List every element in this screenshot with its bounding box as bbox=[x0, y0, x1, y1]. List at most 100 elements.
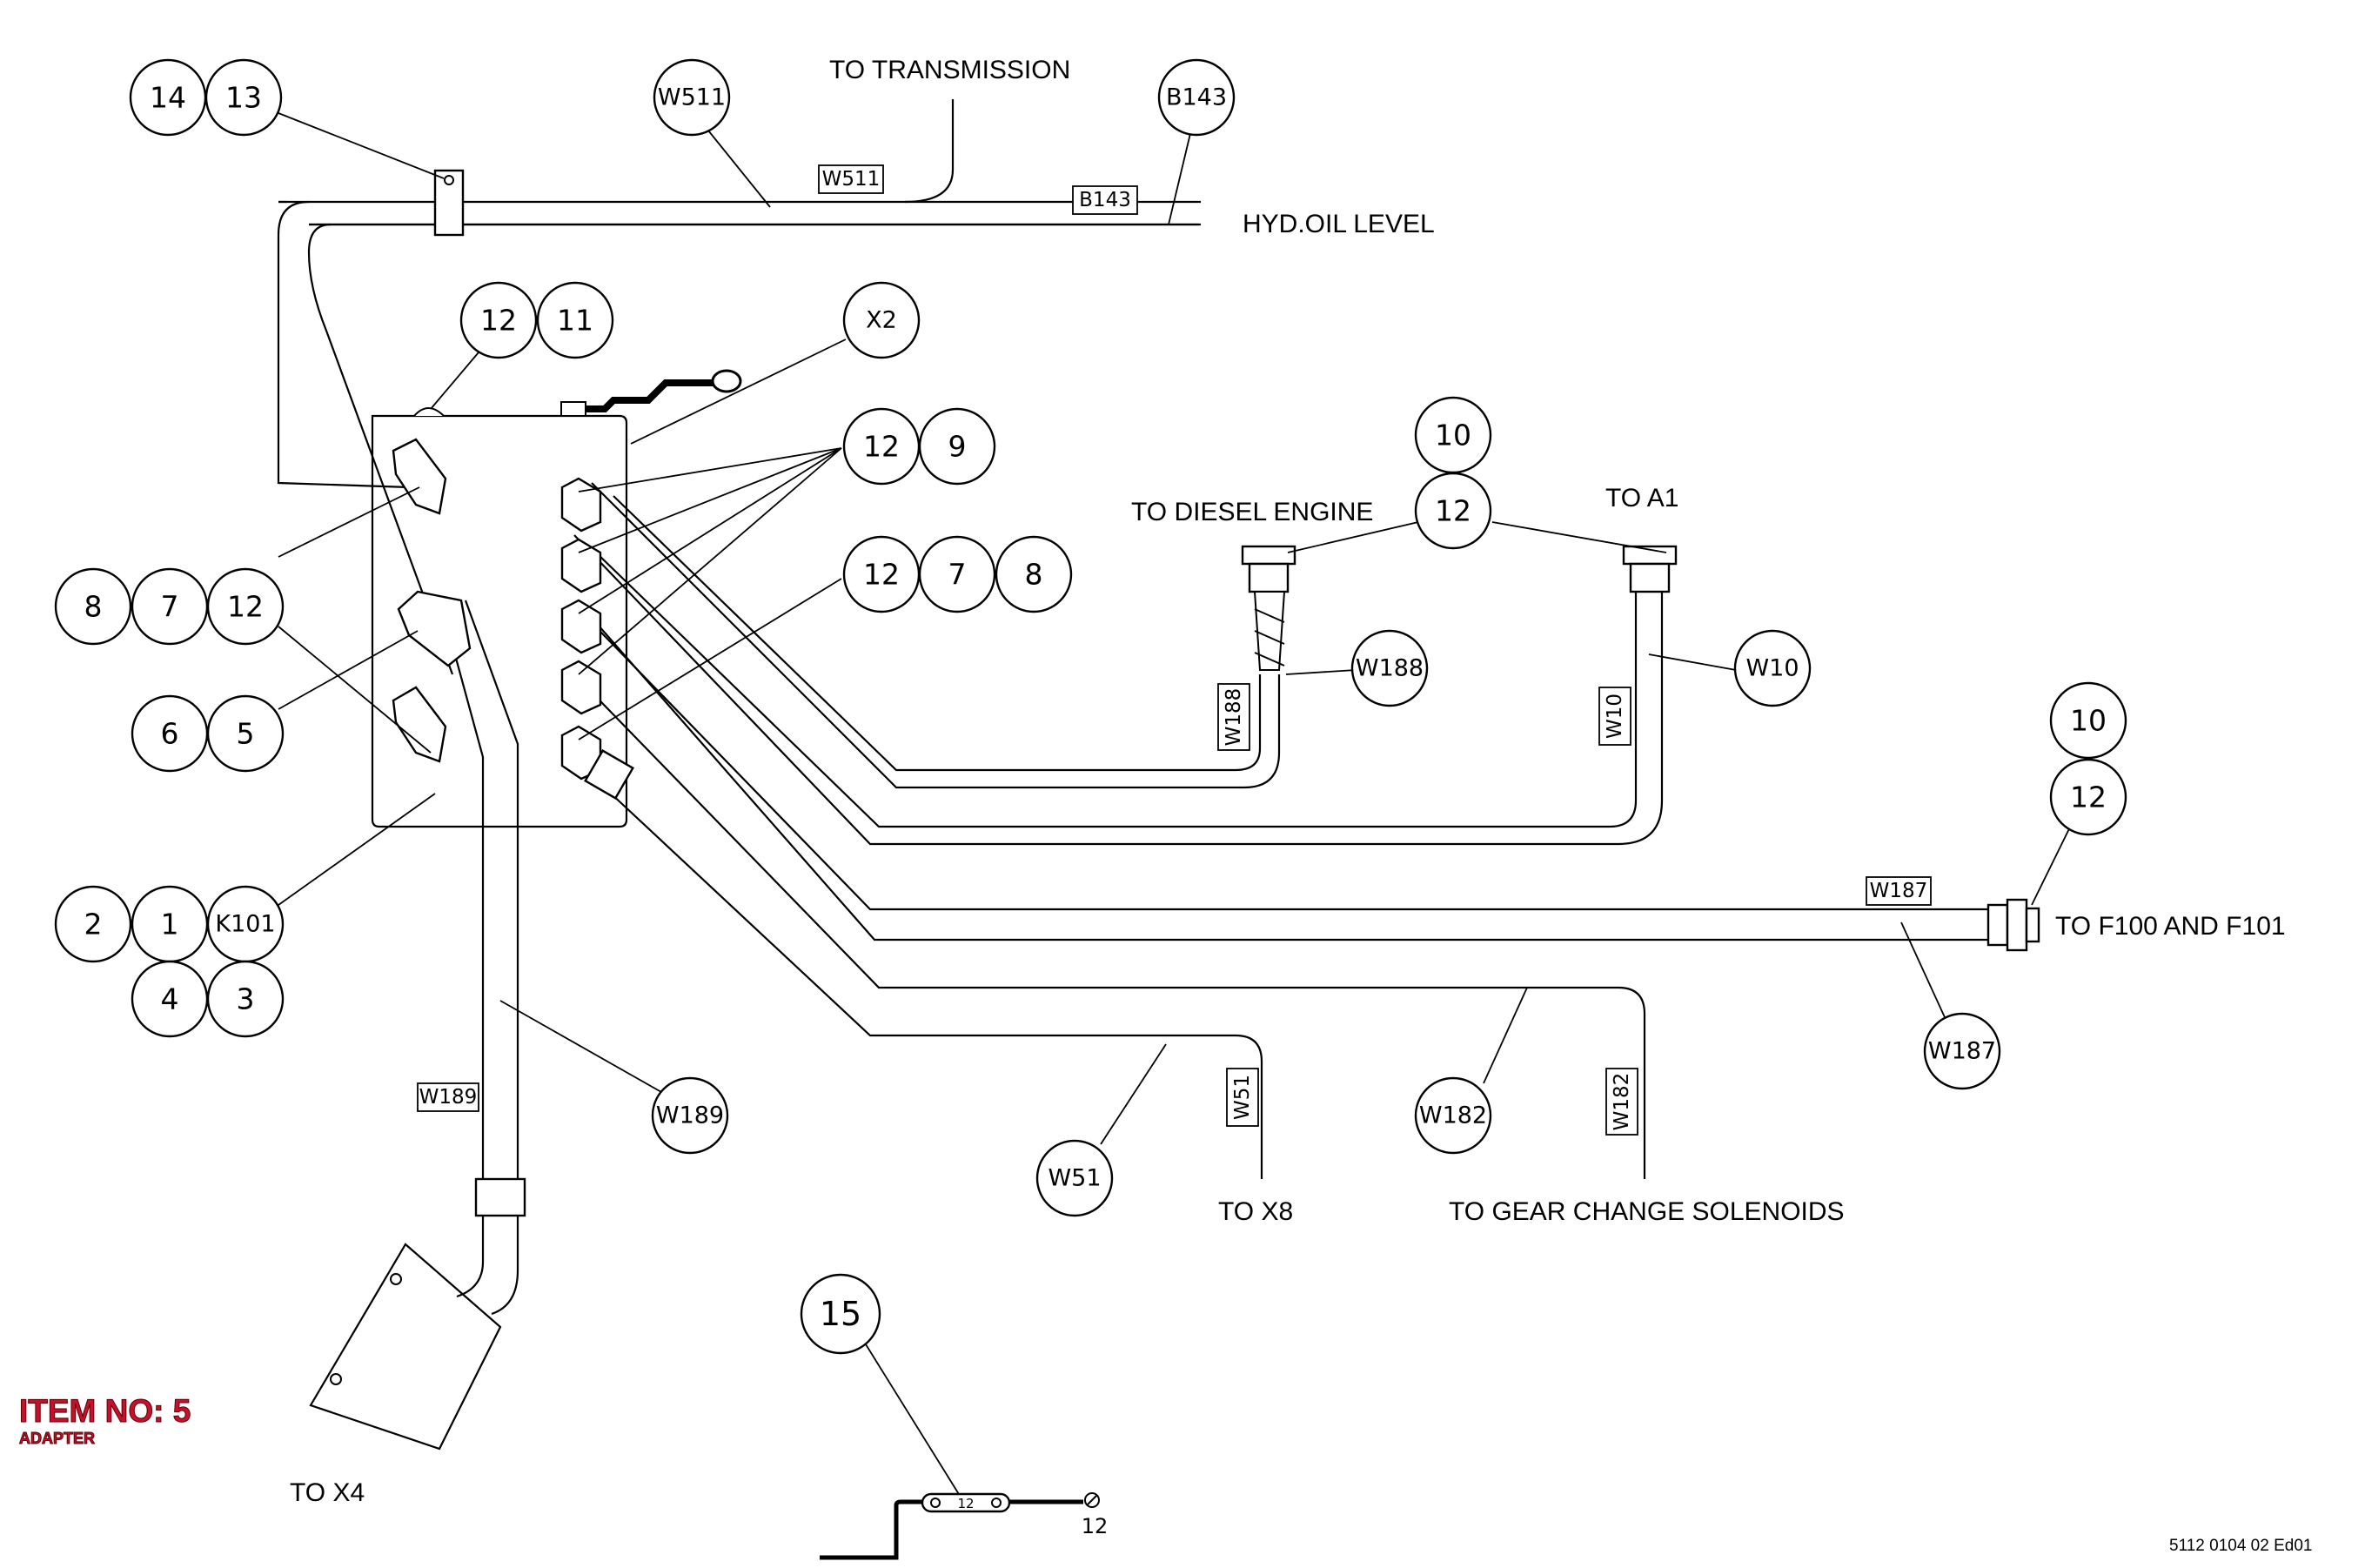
svg-text:W188: W188 bbox=[1223, 688, 1245, 747]
balloon-x2: X2 bbox=[842, 281, 921, 359]
balloon-11: 11 bbox=[536, 281, 614, 359]
connector-2 bbox=[560, 538, 602, 593]
connector-left-bottom bbox=[392, 686, 447, 763]
connector-5 bbox=[560, 725, 634, 800]
svg-text:K101: K101 bbox=[215, 911, 275, 938]
top-harness bbox=[277, 99, 1201, 675]
balloon-b143: B143 bbox=[1157, 58, 1236, 137]
connector-3 bbox=[560, 599, 602, 654]
svg-text:12: 12 bbox=[863, 430, 900, 464]
svg-text:10: 10 bbox=[2070, 704, 2107, 738]
svg-text:1: 1 bbox=[161, 908, 179, 941]
label-to-a1: TO A1 bbox=[1605, 484, 1679, 513]
svg-text:B143: B143 bbox=[1079, 189, 1131, 211]
svg-text:10: 10 bbox=[1435, 419, 1471, 452]
svg-text:12: 12 bbox=[2070, 781, 2107, 814]
balloon-7-a: 7 bbox=[918, 535, 996, 613]
balloon-w182: W182 bbox=[1414, 1076, 1492, 1155]
balloon-6: 6 bbox=[131, 694, 209, 773]
balloon-w188: W188 bbox=[1350, 629, 1429, 707]
svg-text:W187: W187 bbox=[1870, 880, 1928, 902]
svg-text:6: 6 bbox=[161, 717, 179, 751]
svg-text:12: 12 bbox=[1082, 1514, 1109, 1538]
label-to-f100-f101: TO F100 AND F101 bbox=[2055, 912, 2286, 941]
connector-w189 bbox=[397, 590, 472, 667]
balloon-7-b: 7 bbox=[131, 567, 209, 646]
balloon-12-e: 12 bbox=[206, 567, 285, 646]
box-connectors bbox=[392, 438, 634, 800]
svg-text:W189: W189 bbox=[656, 1102, 724, 1129]
svg-text:12: 12 bbox=[1435, 494, 1471, 528]
svg-text:2: 2 bbox=[84, 908, 103, 941]
svg-text:13: 13 bbox=[225, 81, 262, 115]
control-box bbox=[371, 369, 742, 828]
svg-text:9: 9 bbox=[948, 430, 967, 464]
box-cables bbox=[309, 482, 1988, 1451]
connector-4 bbox=[560, 660, 602, 715]
balloon-5: 5 bbox=[206, 694, 285, 773]
svg-text:14: 14 bbox=[150, 81, 186, 115]
balloon-15: 15 bbox=[800, 1273, 881, 1355]
leader-lines bbox=[278, 112, 2085, 1499]
balloon-12-c: 12 bbox=[842, 535, 921, 613]
tag-w10: W10 bbox=[1598, 687, 1631, 746]
balloons: 14 13 W511 B143 12 11 X2 12 9 12 7 8 10 … bbox=[54, 58, 2127, 1355]
tag-w51: W51 bbox=[1226, 1068, 1259, 1127]
balloon-12-f: 12 bbox=[2049, 758, 2127, 836]
svg-text:12: 12 bbox=[480, 304, 517, 338]
balloon-9: 9 bbox=[918, 407, 996, 486]
balloon-3: 3 bbox=[206, 960, 285, 1038]
connector-left-top bbox=[392, 438, 447, 515]
cable-tags: W511 B143 W188 W10 W187 W189 W51 W182 bbox=[417, 164, 1932, 1136]
tag-w189: W189 bbox=[417, 1082, 479, 1112]
label-to-transmission: TO TRANSMISSION bbox=[829, 56, 1070, 84]
balloon-2: 2 bbox=[54, 885, 132, 963]
svg-text:W188: W188 bbox=[1356, 655, 1424, 682]
label-hyd-oil-level: HYD.OIL LEVEL bbox=[1243, 210, 1435, 238]
tag-w187: W187 bbox=[1866, 876, 1932, 906]
label-to-gear-change: TO GEAR CHANGE SOLENOIDS bbox=[1449, 1197, 1845, 1226]
balloon-w187: W187 bbox=[1923, 1012, 2001, 1090]
balloon-4: 4 bbox=[131, 960, 209, 1038]
svg-text:W187: W187 bbox=[1928, 1038, 1996, 1065]
svg-text:8: 8 bbox=[84, 590, 103, 624]
balloon-12-d: 12 bbox=[1414, 472, 1492, 550]
svg-text:12: 12 bbox=[957, 1496, 974, 1511]
tag-w182: W182 bbox=[1605, 1068, 1638, 1136]
balloon-8-b: 8 bbox=[54, 567, 132, 646]
item-number: ITEM NO: 5 bbox=[19, 1393, 191, 1429]
svg-text:W182: W182 bbox=[1419, 1102, 1487, 1129]
svg-text:X2: X2 bbox=[866, 307, 897, 334]
svg-text:7: 7 bbox=[161, 590, 179, 624]
svg-text:11: 11 bbox=[557, 304, 593, 338]
document-number: 5112 0104 02 Ed01 bbox=[2169, 1537, 2312, 1555]
tag-w511: W511 bbox=[818, 164, 884, 194]
svg-text:W511: W511 bbox=[658, 84, 726, 111]
svg-text:7: 7 bbox=[948, 558, 967, 592]
svg-text:12: 12 bbox=[227, 590, 264, 624]
destination-labels: TO TRANSMISSION HYD.OIL LEVEL TO DIESEL … bbox=[290, 56, 2286, 1507]
svg-text:W511: W511 bbox=[822, 168, 881, 191]
balloon-10-a: 10 bbox=[1414, 396, 1492, 474]
label-to-diesel-engine: TO DIESEL ENGINE bbox=[1131, 498, 1373, 526]
label-to-x8: TO X8 bbox=[1218, 1197, 1293, 1226]
end-connectors bbox=[1241, 545, 2040, 952]
svg-text:W182: W182 bbox=[1611, 1073, 1633, 1131]
balloon-k101: K101 bbox=[206, 885, 285, 963]
balloon-w511: W511 bbox=[653, 58, 731, 137]
balloon-w10: W10 bbox=[1733, 629, 1812, 707]
balloon-14: 14 bbox=[129, 58, 207, 137]
svg-text:W189: W189 bbox=[419, 1086, 478, 1109]
balloon-13: 13 bbox=[204, 58, 283, 137]
balloon-8-a: 8 bbox=[995, 535, 1073, 613]
svg-text:15: 15 bbox=[820, 1295, 861, 1333]
label-to-x4: TO X4 bbox=[290, 1478, 365, 1507]
svg-text:W51: W51 bbox=[1231, 1075, 1254, 1120]
svg-text:W10: W10 bbox=[1745, 655, 1799, 682]
svg-text:3: 3 bbox=[237, 982, 255, 1016]
svg-text:12: 12 bbox=[863, 558, 900, 592]
balloon-12-b: 12 bbox=[842, 407, 921, 486]
svg-text:8: 8 bbox=[1025, 558, 1043, 592]
svg-text:4: 4 bbox=[161, 982, 179, 1016]
